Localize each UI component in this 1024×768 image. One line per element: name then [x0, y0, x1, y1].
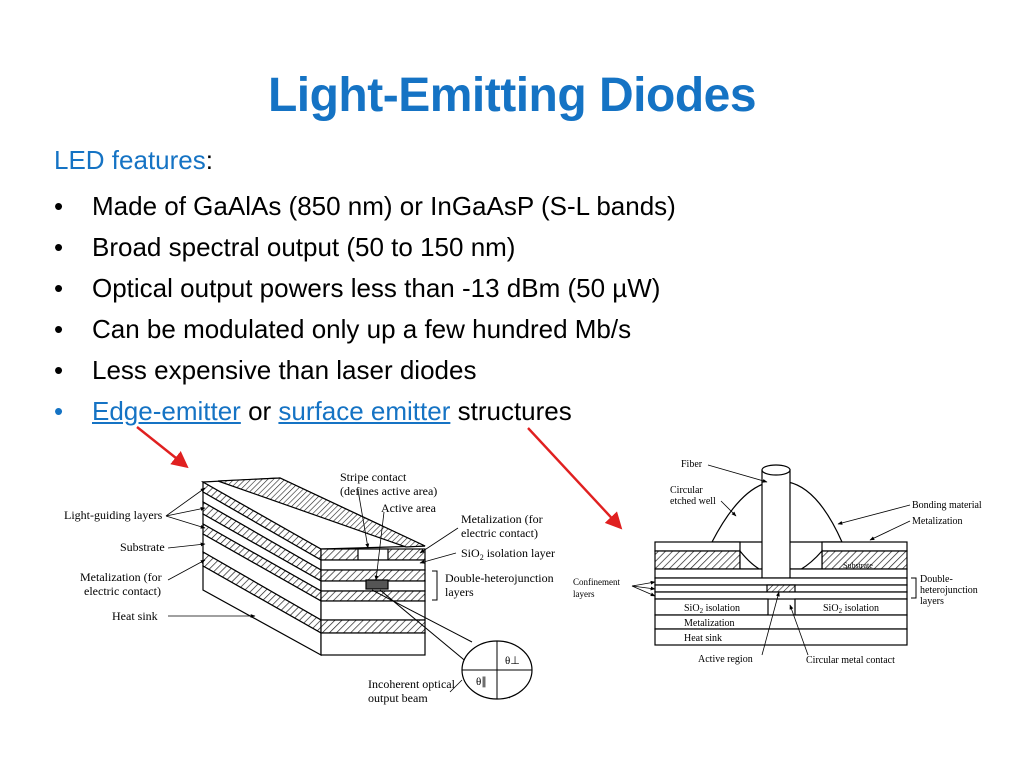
bullet-icon: • [54, 396, 64, 426]
metal-top-label: Metalization (for [461, 512, 543, 526]
surface-pointer-arrow [527, 427, 623, 530]
bonding-label: Bonding material [912, 500, 982, 511]
feature-list: • Made of GaAlAs (850 nm) or InGaAsP (S-L… [54, 186, 676, 432]
intro-highlight: LED features [54, 145, 206, 175]
edge-pointer-arrow [136, 426, 189, 469]
list-item: • Broad spectral output (50 to 150 nm) [54, 227, 676, 268]
bullet-text: or [240, 396, 279, 426]
dh-label: heterojunction [920, 585, 978, 596]
surface-emitter-labels: Fiber Circular etched well Bonding mater… [573, 459, 982, 666]
sio2-label: SiO2 isolation layer [461, 546, 555, 562]
well-label: Circular [670, 485, 703, 496]
sio2-left-label: SiO2 isolation [684, 603, 740, 615]
heat-sink-label: Heat sink [112, 609, 158, 623]
theta-par-label: θ∥ [476, 676, 487, 688]
beam-label: Incoherent optical [368, 677, 456, 691]
sio2-right-label: SiO2 isolation [823, 603, 879, 615]
bullet-text: Broad spectral output (50 to 150 nm) [92, 232, 516, 262]
dh-label: Double-heterojunction [445, 571, 554, 585]
intro-suffix: : [205, 145, 213, 175]
list-item: • Less expensive than laser diodes [54, 350, 676, 391]
circular-contact-label: Circular metal contact [806, 655, 895, 666]
list-item: • Edge-emitter or surface emitter structu… [54, 391, 676, 432]
surface-emitter-link[interactable]: surface emitter [278, 396, 451, 426]
edge-emitter-diagram [165, 477, 533, 700]
confinement-label: layers [573, 589, 595, 599]
metal-top-label: electric contact) [461, 526, 538, 540]
substrate-label: Substrate [843, 561, 873, 570]
surface-emitter-diagram [631, 464, 917, 656]
beam-label: output beam [368, 691, 428, 705]
dh-label: Double- [920, 574, 953, 585]
bullet-text: Can be modulated only up a few hundred M… [92, 314, 632, 344]
theta-perp-label: θ⊥ [505, 655, 520, 667]
active-region-label: Active region [698, 654, 753, 665]
dh-label: layers [920, 596, 944, 607]
light-guiding-label: Light-guiding layers [64, 508, 163, 522]
list-item: • Made of GaAlAs (850 nm) or InGaAsP (S-L… [54, 186, 676, 227]
bullet-text: structures [450, 396, 572, 426]
edge-emitter-link[interactable]: Edge-emitter [92, 396, 241, 426]
slide-title: Light-Emitting Diodes [267, 69, 757, 122]
substrate-label: Substrate [120, 540, 165, 554]
bullet-icon: • [54, 232, 64, 262]
bullet-icon: • [54, 314, 64, 344]
metal-label: Metalization [684, 618, 735, 629]
dh-label: layers [445, 585, 474, 599]
list-item: • Can be modulated only up a few hundred … [54, 309, 676, 350]
heat-sink-label: Heat sink [684, 633, 722, 644]
list-item: • Optical output powers less than -13 dBm… [54, 268, 676, 309]
stripe-label: Stripe contact [340, 470, 407, 484]
metal-bottom-label: Metalization (for [80, 570, 162, 584]
bullet-text: Made of GaAlAs (850 nm) or InGaAsP (S-L … [92, 191, 676, 221]
well-label: etched well [670, 496, 716, 507]
metalization-label: Metalization [912, 516, 963, 527]
bullet-text: Less expensive than laser diodes [92, 355, 477, 385]
bullet-icon: • [54, 355, 64, 385]
bullet-text: Optical output powers less than -13 dBm … [92, 273, 661, 303]
confinement-label: Confinement [573, 577, 620, 587]
stripe-label: (defines active area) [340, 484, 437, 498]
edge-emitter-labels: Light-guiding layers Substrate Metalizat… [64, 470, 555, 705]
bullet-icon: • [54, 273, 64, 303]
metal-bottom-label: electric contact) [84, 584, 161, 598]
active-area-label: Active area [381, 501, 437, 515]
fiber-label: Fiber [681, 459, 703, 470]
bullet-icon: • [54, 191, 64, 221]
intro-line: LED features: [54, 145, 213, 176]
